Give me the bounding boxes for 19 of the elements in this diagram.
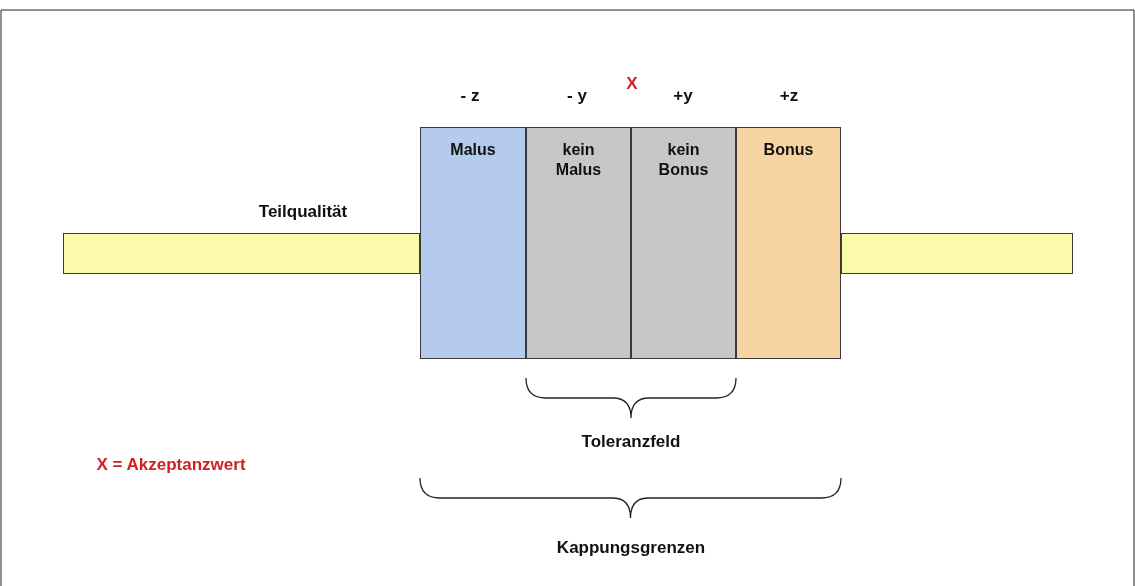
limit-label: - y xyxy=(567,86,587,106)
legend-note: X = Akzeptanzwert xyxy=(96,455,246,475)
scale-bar xyxy=(63,233,420,274)
limit-label: - z xyxy=(460,86,480,106)
zone-label: Bonus xyxy=(762,140,815,160)
bracket-label: Kappungsgrenzen xyxy=(556,538,706,558)
zone-label: Malus xyxy=(449,140,497,160)
zone-label: kein Malus xyxy=(554,140,603,180)
zone-label: kein Bonus xyxy=(657,140,710,180)
scale-bar xyxy=(841,233,1073,274)
marker-label: X xyxy=(626,74,638,94)
zone-box xyxy=(736,127,841,359)
bar-label: Teilqualität xyxy=(258,202,348,222)
zone-box xyxy=(631,127,736,359)
limit-label: +z xyxy=(779,86,799,106)
zone-box xyxy=(420,127,526,359)
limit-label: +y xyxy=(673,86,693,106)
bracket-label: Toleranzfeld xyxy=(581,432,681,452)
zone-box xyxy=(526,127,631,359)
